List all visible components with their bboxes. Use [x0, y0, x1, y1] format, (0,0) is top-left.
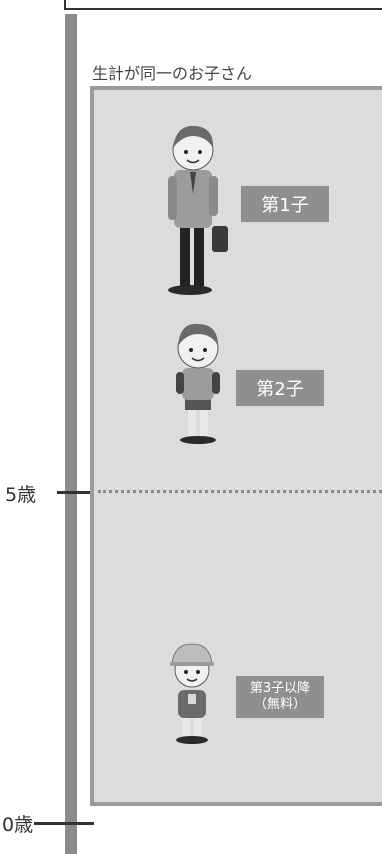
hat-brim — [170, 662, 214, 666]
right-sock — [194, 716, 202, 736]
top-frame — [64, 0, 382, 10]
age-5-divider-line — [98, 490, 382, 493]
left-eye — [189, 348, 193, 352]
left-arm — [168, 176, 177, 220]
second-child-badge: 第2子 — [236, 370, 324, 406]
age-0-label: 0歳 — [2, 814, 34, 836]
right-sock — [200, 408, 208, 436]
right-arm — [209, 176, 218, 216]
left-leg — [180, 224, 190, 286]
third-child-free-note: （無料） — [253, 697, 306, 712]
second-child-illustration — [176, 323, 220, 444]
third-child-label: 第3子以降 — [249, 681, 311, 696]
third-child-badge: 第3子以降 （無料） — [236, 676, 324, 718]
hair — [178, 323, 218, 346]
right-eye — [198, 150, 202, 154]
age-timeline-bar — [65, 14, 77, 854]
backpack-strap-right — [212, 372, 220, 394]
age-5-tick — [57, 491, 93, 494]
group-title: 生計が同一のお子さん — [92, 64, 253, 83]
age-0-tick — [34, 822, 94, 825]
smile — [191, 357, 205, 362]
age-5-label: 5歳 — [5, 484, 37, 506]
right-eye — [196, 670, 200, 674]
school-bag — [212, 226, 228, 252]
shadow — [180, 436, 216, 444]
left-eye — [184, 150, 188, 154]
school-hat — [171, 643, 213, 665]
smile — [186, 678, 198, 682]
third-child-illustration — [170, 643, 214, 744]
jacket — [174, 170, 212, 228]
left-sock — [182, 716, 190, 736]
left-eye — [184, 670, 188, 674]
tie — [190, 172, 196, 194]
shadow — [168, 285, 212, 295]
first-child-illustration — [168, 125, 228, 295]
right-leg — [194, 224, 204, 286]
name-tag — [188, 694, 196, 704]
first-child-badge: 第1子 — [241, 186, 329, 222]
hair — [173, 125, 214, 148]
right-eye — [203, 348, 207, 352]
backpack-strap — [176, 372, 184, 394]
left-sock — [188, 408, 196, 436]
jacket — [182, 368, 214, 400]
smile — [186, 159, 200, 164]
shadow — [176, 736, 208, 744]
